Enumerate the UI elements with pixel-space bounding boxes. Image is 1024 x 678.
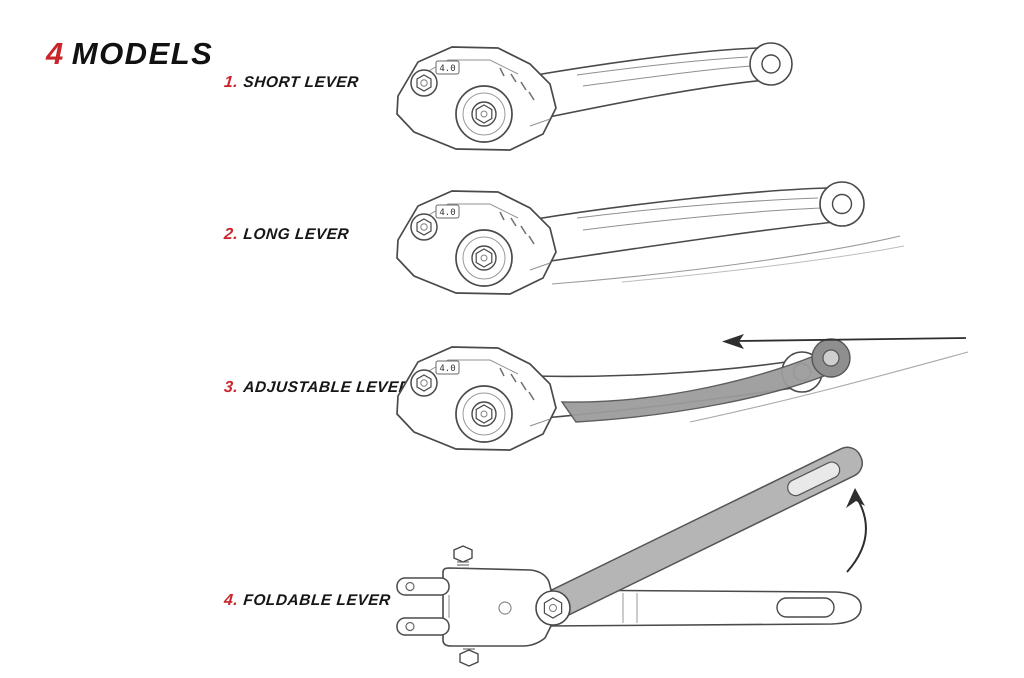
adjust-direction-arrow-icon [722,334,967,349]
model-name: FOLDABLE LEVER [242,592,392,609]
short-lever-drawing: 4.0 [396,42,793,151]
clamp-bolt-top [453,545,473,569]
clamp-bolt-bottom [459,645,479,667]
model-name: SHORT LEVER [242,74,360,91]
foldable-lever-blade-extended [544,589,862,627]
model-label-foldable-lever: 4.FOLDABLE LEVER [223,592,391,610]
adjustable-lever-blade-adjusted [560,338,851,423]
long-lever-drawing [396,181,905,295]
model-number: 2. [223,226,240,243]
adjustable-lever-drawing [396,334,969,451]
title-word: MODELS [71,36,214,71]
handlebar-clamp [396,567,552,647]
model-label-long-lever: 2.LONG LEVER [223,226,350,244]
model-number: 3. [223,379,240,396]
model-name: LONG LEVER [242,226,350,243]
model-number: 1. [223,74,240,91]
short-lever-blade [528,42,793,119]
pivot-bolt [535,590,571,626]
fold-direction-arrow-icon [846,488,867,573]
model-label-short-lever: 1.SHORT LEVER [223,74,359,92]
model-number: 4. [223,592,240,609]
long-lever-blade [528,181,865,263]
foldable-lever-drawing [396,446,867,667]
title-count: 4 [46,36,65,71]
